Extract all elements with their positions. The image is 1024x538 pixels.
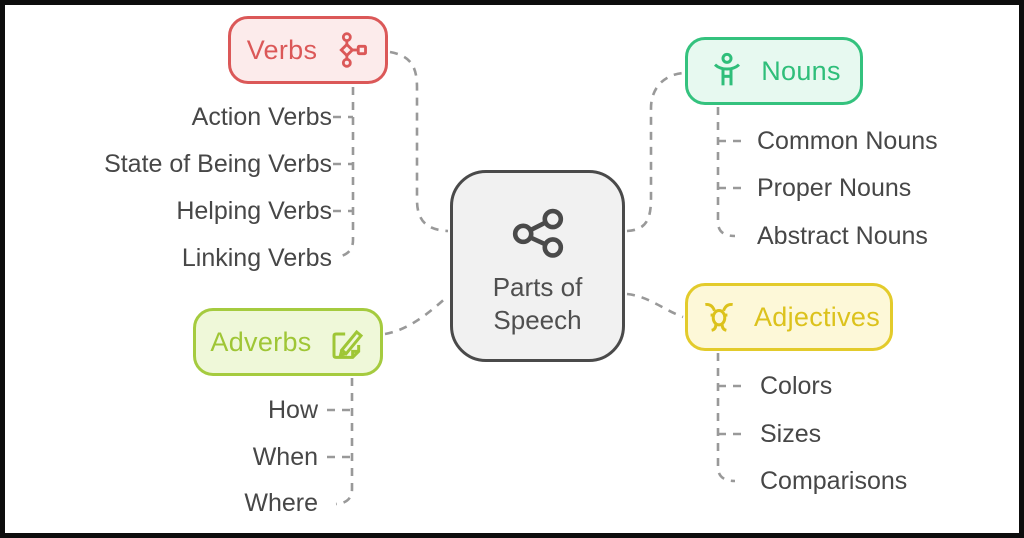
wire-adjectives-subtree xyxy=(716,353,736,483)
person-icon xyxy=(714,52,741,86)
node-verbs-label: Verbs xyxy=(246,34,318,65)
nouns-child-abstract-nouns: Abstract Nouns xyxy=(757,222,928,250)
wire-verbs-center xyxy=(389,50,449,233)
verbs-child-helping-verbs: Helping Verbs xyxy=(176,197,332,225)
node-nouns: Nouns xyxy=(685,37,863,105)
wire-nouns-subtree xyxy=(716,107,736,238)
node-adverbs-label: Adverbs xyxy=(210,326,312,357)
edit-pencil-icon xyxy=(332,329,363,359)
verbs-child-action-verbs: Action Verbs xyxy=(191,103,332,131)
wire-center-nouns xyxy=(626,71,684,233)
wire-adverbs-center xyxy=(384,295,449,336)
adverbs-child-how: How xyxy=(267,396,318,424)
node-adjectives-label: Adjectives xyxy=(753,301,881,332)
node-adjectives: Adjectives xyxy=(685,283,893,351)
wire-adverbs-subtree xyxy=(335,378,354,506)
share-icon xyxy=(512,208,563,258)
adjectives-child-sizes: Sizes xyxy=(760,420,822,448)
adverbs-child-where: Where xyxy=(244,489,318,517)
node-adverbs: Adverbs xyxy=(193,308,383,376)
bug-icon xyxy=(705,302,733,332)
nouns-child-proper-nouns: Proper Nouns xyxy=(757,174,912,202)
flowchart-icon xyxy=(339,32,368,68)
central-label-line1: Parts of xyxy=(492,272,583,302)
verbs-child-state-of-being-verbs: State of Being Verbs xyxy=(104,150,332,178)
node-nouns-label: Nouns xyxy=(761,55,841,86)
verbs-child-linking-verbs: Linking Verbs xyxy=(181,244,332,272)
adjectives-child-colors: Colors xyxy=(760,372,833,400)
wire-verbs-subtree xyxy=(335,87,355,259)
central-label-line2: Speech xyxy=(493,305,582,335)
wire-center-adjectives xyxy=(626,292,684,319)
node-parts-of-speech: Parts of Speech xyxy=(450,170,625,362)
node-verbs: Verbs xyxy=(228,16,388,84)
adjectives-child-comparisons: Comparisons xyxy=(760,467,908,495)
nouns-child-common-nouns: Common Nouns xyxy=(757,127,938,155)
adverbs-child-when: When xyxy=(252,443,318,471)
